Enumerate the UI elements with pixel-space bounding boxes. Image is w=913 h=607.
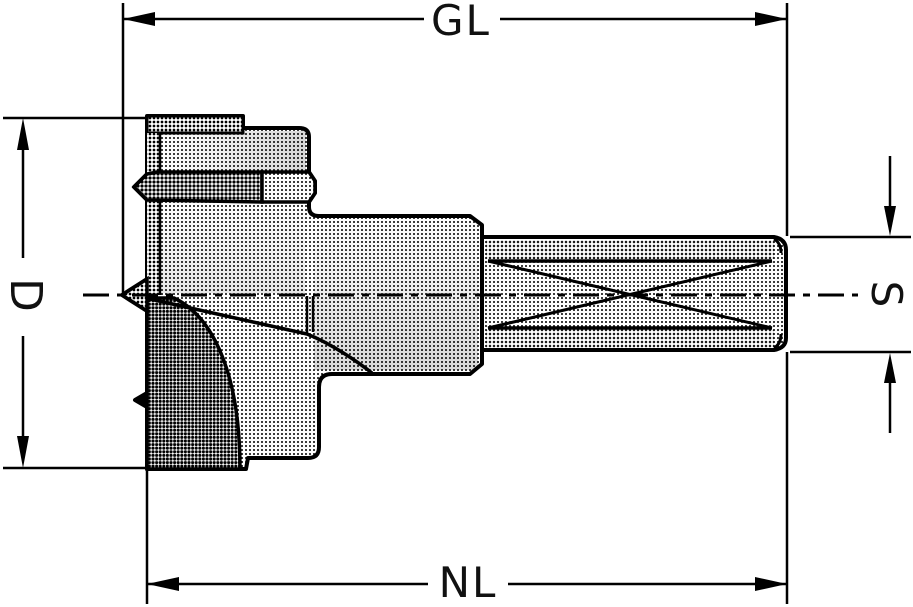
nl-arrow-right <box>755 577 787 591</box>
mid-block-shading <box>162 204 305 293</box>
s-arrow-up <box>884 353 896 383</box>
dimension-s <box>790 156 911 433</box>
s-arrow-down <box>884 206 896 236</box>
top-rim-strip <box>145 114 245 135</box>
dimension-nl <box>145 352 789 604</box>
left-rim-band <box>147 133 160 295</box>
chip-gullet <box>145 296 242 471</box>
lower-rim-spur <box>135 393 147 407</box>
nl-label: NL <box>438 557 498 607</box>
cutting-lip-line <box>149 297 308 336</box>
d-arrow-up <box>17 118 29 150</box>
d-arrow-down <box>17 436 29 468</box>
cutter-wedge <box>131 170 264 204</box>
dimension-gl <box>121 3 789 293</box>
s-label: S <box>862 280 912 310</box>
d-label: D <box>0 278 52 314</box>
dimension-d <box>3 116 147 470</box>
flute-curve <box>306 332 374 375</box>
shank-bottom-strip <box>486 330 774 348</box>
gl-arrow-right <box>755 12 787 26</box>
gl-label: GL <box>431 0 491 45</box>
upper-block-shading <box>162 131 306 170</box>
shank-top-strip <box>486 240 774 259</box>
cutter-wedge-right <box>260 170 317 204</box>
nl-arrow-left <box>147 577 179 591</box>
bit-head <box>118 114 484 471</box>
gl-arrow-left <box>123 12 155 26</box>
